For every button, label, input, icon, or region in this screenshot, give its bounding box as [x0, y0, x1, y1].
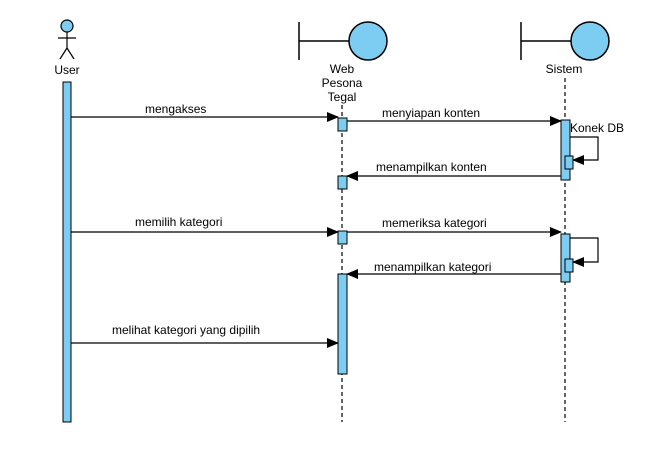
user-actor: User [54, 19, 80, 77]
sistem-self-activation-1 [564, 155, 574, 170]
message-self-check [570, 237, 599, 267]
boundary-circle-icon [348, 21, 388, 61]
message-label: Konek DB [570, 121, 624, 135]
web-boundary: Web Pesona Tegal [298, 21, 388, 104]
message-label: menyiapan konten [382, 106, 480, 120]
web-activation-1 [337, 117, 348, 132]
web-label-line-2: Pesona [322, 76, 363, 90]
message-melihat-kategori: melihat kategori yang dipilih [71, 323, 339, 348]
user-label: User [54, 63, 79, 77]
message-label: memeriksa kategori [382, 216, 487, 230]
message-konek-db: Konek DB [570, 121, 624, 165]
web-activation-3 [337, 230, 348, 245]
sistem-activation-1 [560, 119, 571, 181]
message-menyiapan-konten: menyiapan konten [347, 106, 562, 126]
message-label: menampilkan konten [376, 160, 487, 174]
sistem-self-activation-2 [564, 258, 574, 273]
sistem-activation-2 [560, 233, 571, 283]
user-activation-bar [62, 81, 72, 423]
web-label-line-1: Web [330, 62, 355, 76]
sistem-label: Sistem [546, 62, 583, 76]
web-activation-2 [337, 175, 348, 190]
message-memeriksa-kategori: memeriksa kategori [347, 216, 562, 237]
message-menampilkan-konten: menampilkan konten [346, 160, 561, 181]
message-label: mengakses [145, 102, 206, 116]
message-label: menampilkan kategori [374, 260, 491, 274]
message-menampilkan-kategori: menampilkan kategori [346, 260, 561, 279]
message-label: melihat kategori yang dipilih [112, 323, 260, 337]
boundary-circle-icon [570, 21, 610, 61]
web-label-line-3: Tegal [328, 90, 357, 104]
message-mengakses: mengakses [71, 102, 339, 122]
message-label: memilih kategori [135, 215, 222, 229]
message-memilih-kategori: memilih kategori [71, 215, 339, 237]
actor-head-icon [60, 19, 74, 33]
sistem-boundary: Sistem [520, 21, 610, 76]
web-activation-4 [337, 273, 348, 375]
